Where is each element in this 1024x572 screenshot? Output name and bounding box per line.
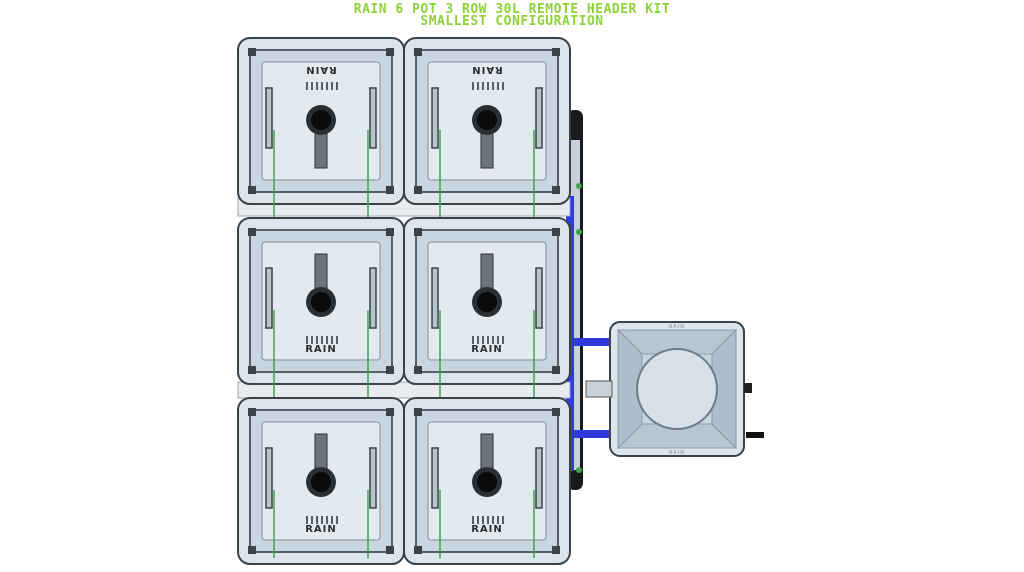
pot-6: RAIN xyxy=(403,397,571,565)
diagram-title: RAIN 6 POT 3 ROW 30L REMOTE HEADER KIT xyxy=(353,2,671,17)
blue-pipe-bottom xyxy=(567,430,612,438)
reservoir: RAIN RAIN xyxy=(585,321,764,457)
pot-2: RAIN xyxy=(403,37,571,238)
pot-1: RAIN xyxy=(237,37,405,238)
pot-label: RAIN xyxy=(471,64,503,75)
pot-label: RAIN xyxy=(305,64,337,75)
pot-label: RAIN xyxy=(305,524,337,535)
rail-row-2 xyxy=(237,381,571,399)
reservoir-label-top: RAIN xyxy=(669,324,685,330)
header-pipe-inner xyxy=(570,140,580,470)
diagram-subtitle: SMALLEST CONFIGURATION xyxy=(420,14,604,29)
pot-label: RAIN xyxy=(471,524,503,535)
blue-pipe-top xyxy=(567,338,612,346)
header-drip-markers xyxy=(576,183,582,473)
reservoir-label-bottom: RAIN xyxy=(669,450,685,456)
pot-5: RAIN xyxy=(237,397,405,565)
pot-label: RAIN xyxy=(305,344,337,355)
pot-label: RAIN xyxy=(471,344,503,355)
pot-4: RAIN xyxy=(403,217,571,418)
pot-3: RAIN xyxy=(237,217,405,418)
